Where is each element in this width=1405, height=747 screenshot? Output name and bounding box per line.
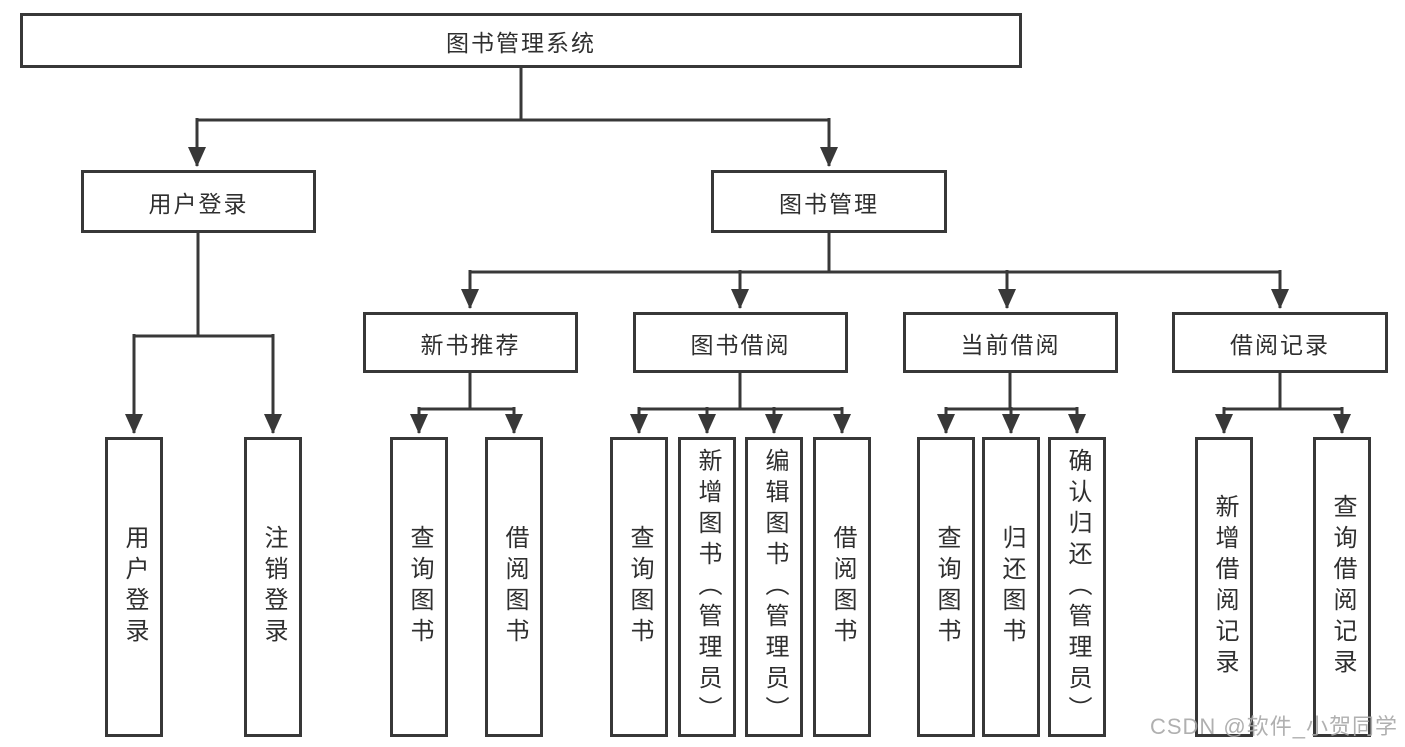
node-label: 用户登录 [148,190,249,217]
node-label: 新增借阅记录 [1211,494,1238,680]
node-borrowing-records: 借阅记录 [1172,312,1388,373]
leaf-borrow-books-recommend: 借阅图书 [485,437,543,737]
node-new-book-recommend: 新书推荐 [363,312,578,373]
node-label: 编辑图书（管理员） [761,447,788,727]
node-label: 借阅图书 [829,525,856,649]
leaf-add-books-admin: 新增图书（管理员） [678,437,736,737]
node-book-borrowing: 图书借阅 [633,312,848,373]
node-label: 图书管理 [779,190,879,217]
node-label: 查询图书 [626,525,653,649]
node-label: 图书管理系统 [446,29,596,56]
node-label: 查询图书 [406,525,433,649]
node-label: 图书借阅 [690,331,791,358]
node-label: 用户登录 [121,525,148,649]
node-label: 归还图书 [998,525,1025,649]
node-label: 注销登录 [260,525,287,649]
node-label: 借阅记录 [1230,331,1330,358]
leaf-confirm-return-admin: 确认归还（管理员） [1048,437,1106,737]
leaf-query-books-current: 查询图书 [917,437,975,737]
leaf-query-books-recommend: 查询图书 [390,437,448,737]
leaf-logout: 注销登录 [244,437,302,737]
node-label: 确认归还（管理员） [1064,447,1091,727]
node-library-management-system: 图书管理系统 [20,13,1022,68]
leaf-user-login: 用户登录 [105,437,163,737]
node-label: 查询借阅记录 [1329,494,1356,680]
leaf-borrow-books-borrowing: 借阅图书 [813,437,871,737]
leaf-add-borrow-record: 新增借阅记录 [1195,437,1253,737]
node-current-borrowing: 当前借阅 [903,312,1118,373]
node-label: 借阅图书 [501,525,528,649]
leaf-query-borrow-record: 查询借阅记录 [1313,437,1371,737]
watermark-text: CSDN @软件_小贺同学 [1149,714,1398,739]
node-label: 新增图书（管理员） [694,447,721,727]
leaf-query-books-borrowing: 查询图书 [610,437,668,737]
node-label: 查询图书 [933,525,960,649]
node-user-login: 用户登录 [81,170,316,233]
leaf-return-books: 归还图书 [982,437,1040,737]
node-book-management: 图书管理 [711,170,947,233]
leaf-edit-books-admin: 编辑图书（管理员） [745,437,803,737]
node-label: 当前借阅 [960,331,1061,358]
node-label: 新书推荐 [420,331,521,358]
